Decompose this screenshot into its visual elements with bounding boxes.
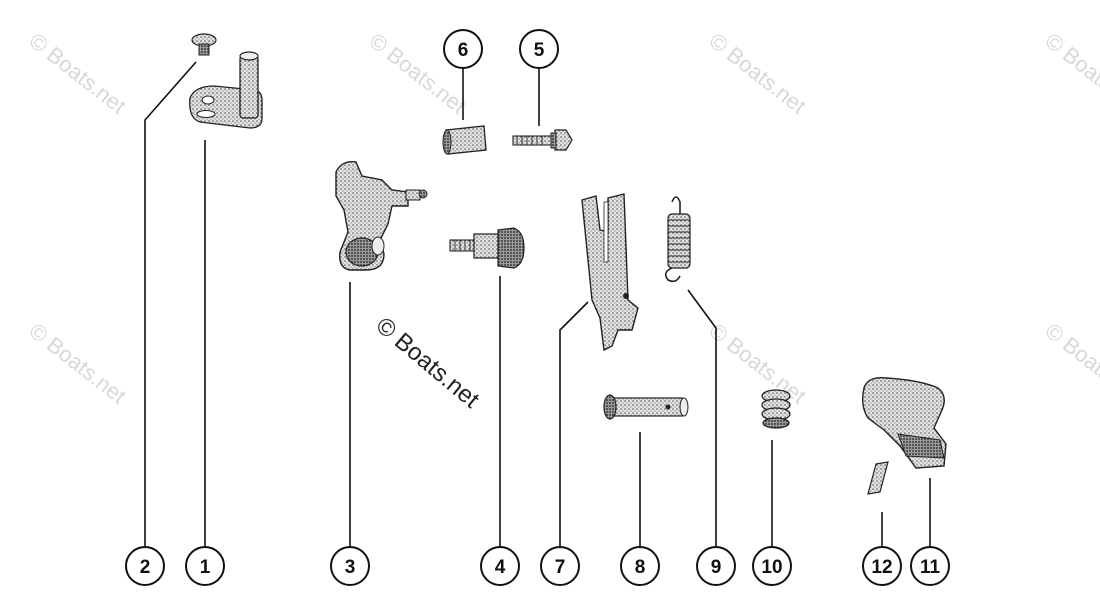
part-11-shift-handle — [861, 377, 947, 469]
callout-10: 10 — [752, 546, 792, 586]
part-9-spring — [664, 196, 691, 283]
svg-text:12: 12 — [871, 557, 892, 578]
part-12-roll-pin — [867, 461, 889, 495]
svg-text:6: 6 — [458, 40, 469, 61]
part-2-screw — [191, 33, 217, 56]
part-10-coil-spring — [761, 389, 791, 429]
part-5-bolt — [512, 129, 573, 151]
callout-12: 12 — [862, 546, 902, 586]
part-1-pin-plate — [189, 51, 263, 129]
part-8-pin — [603, 394, 689, 420]
svg-text:9: 9 — [711, 557, 722, 578]
svg-text:8: 8 — [635, 557, 646, 578]
callout-3: 3 — [330, 546, 370, 586]
svg-text:3: 3 — [345, 557, 356, 578]
callout-11: 11 — [910, 546, 950, 586]
callout-9: 9 — [696, 546, 736, 586]
callout-6: 6 — [443, 29, 483, 69]
callout-7: 7 — [540, 546, 580, 586]
callout-5: 5 — [519, 29, 559, 69]
callout-8: 8 — [620, 546, 660, 586]
svg-text:4: 4 — [495, 557, 506, 578]
svg-text:7: 7 — [555, 557, 566, 578]
part-7-shift-fork — [581, 193, 639, 352]
part-4-shoulder-bolt — [449, 227, 525, 269]
svg-text:1: 1 — [200, 557, 211, 578]
callout-4: 4 — [480, 546, 520, 586]
callout-2: 2 — [125, 546, 165, 586]
svg-text:10: 10 — [761, 557, 782, 578]
svg-text:5: 5 — [534, 40, 545, 61]
leader-line-2 — [144, 61, 197, 548]
part-6-sleeve — [442, 125, 487, 155]
svg-text:11: 11 — [920, 557, 941, 578]
part-3-shift-lever — [335, 161, 428, 271]
svg-text:2: 2 — [140, 557, 151, 578]
leader-line-9 — [687, 289, 717, 548]
leader-line-7 — [559, 301, 589, 548]
callout-1: 1 — [185, 546, 225, 586]
leader-lines — [144, 61, 931, 548]
callouts: 6 5 2 1 3 4 7 — [125, 29, 950, 586]
